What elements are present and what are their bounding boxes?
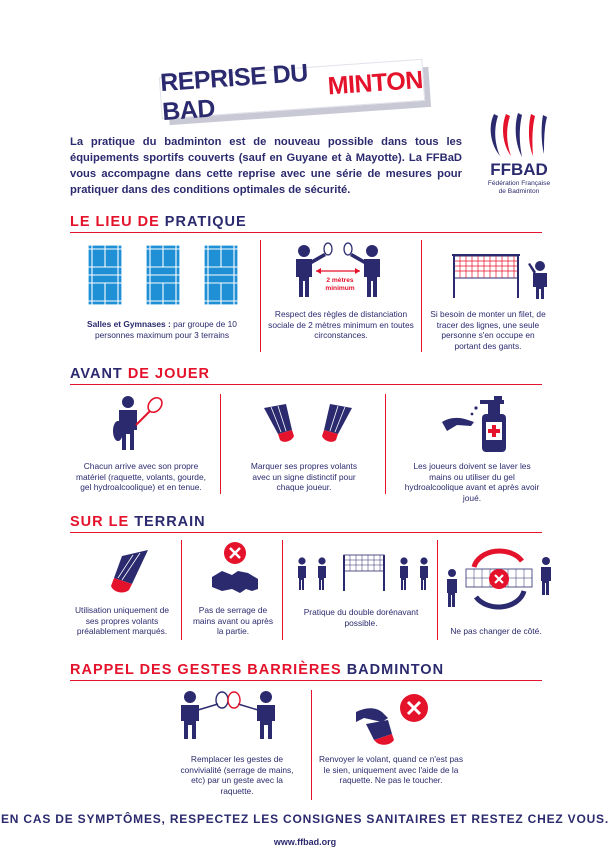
section-rule-avant <box>70 384 542 385</box>
caption-renvoyer: Renvoyer le volant, quand ce n'est pas l… <box>318 754 464 785</box>
divider <box>282 540 283 640</box>
caption-salles: Salles et Gymnases : par groupe de 10 pe… <box>74 319 250 340</box>
doubles-play-icon <box>298 554 428 591</box>
section-title-lieu-b: PRATIQUE <box>164 214 247 230</box>
caption-filet: Si besoin de monter un filet, de tracer … <box>430 309 546 351</box>
divider <box>421 240 422 352</box>
caption-salles-bold: Salles et Gymnases : <box>87 319 171 329</box>
caption-convivialite: Remplacer les gestes de convivialité (se… <box>180 754 294 796</box>
section-title-gestes-b: BADMINTON <box>346 662 445 678</box>
section-title-lieu: LE LIEU DE PRATIQUE <box>70 214 247 230</box>
intro-paragraph: La pratique du badminton est de nouveau … <box>70 136 462 196</box>
caption-distanciation: Respect des règles de distanciation soci… <box>268 309 414 340</box>
section-title-avant: AVANT DE JOUER <box>70 366 210 382</box>
section-title-terrain-a: SUR LE <box>70 514 135 530</box>
divider <box>220 394 221 494</box>
logo-subtitle-line2: de Badminton <box>498 188 540 195</box>
title-part-1: REPRISE DU BAD <box>159 58 309 127</box>
ffbad-logo-icon <box>490 113 547 157</box>
page-title: REPRISE DU BAD MINTON <box>158 58 426 126</box>
courts-icon <box>87 244 239 306</box>
no-handshake-icon <box>212 542 258 593</box>
caption-mains: Les joueurs doivent se laver les mains o… <box>404 461 540 503</box>
section-title-gestes-a: RAPPEL DES GESTES BARRIÈRES <box>70 662 347 678</box>
caption-serrage: Pas de serrage de mains avant ou après l… <box>192 605 274 636</box>
section-title-terrain-b: TERRAIN <box>134 514 206 530</box>
caption-salles-text: par groupe de 10 personnes maximum pour … <box>94 319 237 340</box>
distancing-players-icon <box>296 242 380 297</box>
logo-subtitle-line1: Fédération Française <box>487 180 551 187</box>
divider <box>260 240 261 352</box>
caption-cote: Ne pas changer de côté. <box>450 626 542 636</box>
player-equipment-icon <box>113 396 163 450</box>
caption-volants: Marquer ses propres volants avec un sign… <box>250 461 358 492</box>
caption-propres-volants: Utilisation uniquement de ses propres vo… <box>74 605 170 636</box>
section-rule-lieu <box>70 232 542 233</box>
net-setup-icon <box>452 254 547 299</box>
section-title-gestes: RAPPEL DES GESTES BARRIÈRES BADMINTON <box>70 662 444 678</box>
section-rule-gestes <box>70 680 542 681</box>
section-title-avant-a: AVANT <box>70 366 128 382</box>
shuttlecocks-icon <box>264 404 352 442</box>
caption-double: Pratique du double dorénavant possible. <box>303 607 419 628</box>
section-title-avant-b: DE JOUER <box>127 366 210 382</box>
caption-materiel: Chacun arrive avec son propre matériel (… <box>76 461 206 492</box>
divider <box>181 540 182 640</box>
footer-url[interactable]: www.ffbad.org <box>273 837 337 847</box>
logo-name: FFBAD <box>490 160 548 179</box>
title-part-2: MINTON <box>326 65 424 100</box>
hand-sanitizer-icon <box>442 396 506 452</box>
divider <box>385 394 386 494</box>
divider <box>311 690 312 800</box>
divider <box>437 540 438 640</box>
section-title-lieu-a: LE LIEU DE <box>70 214 165 230</box>
no-side-change-icon <box>447 548 551 610</box>
footer-message: EN CAS DE SYMPTÔMES, RESPECTEZ LES CONSI… <box>1 812 609 826</box>
section-title-terrain: SUR LE TERRAIN <box>70 514 206 530</box>
no-touch-shuttlecock-icon <box>356 694 428 745</box>
racket-greeting-icon <box>181 691 275 739</box>
section-rule-terrain <box>70 532 542 533</box>
logo-subtitle: Fédération Française de Badminton <box>476 180 562 196</box>
distance-label: 2 mètres minimum <box>325 277 355 292</box>
own-shuttlecock-icon <box>111 550 148 593</box>
